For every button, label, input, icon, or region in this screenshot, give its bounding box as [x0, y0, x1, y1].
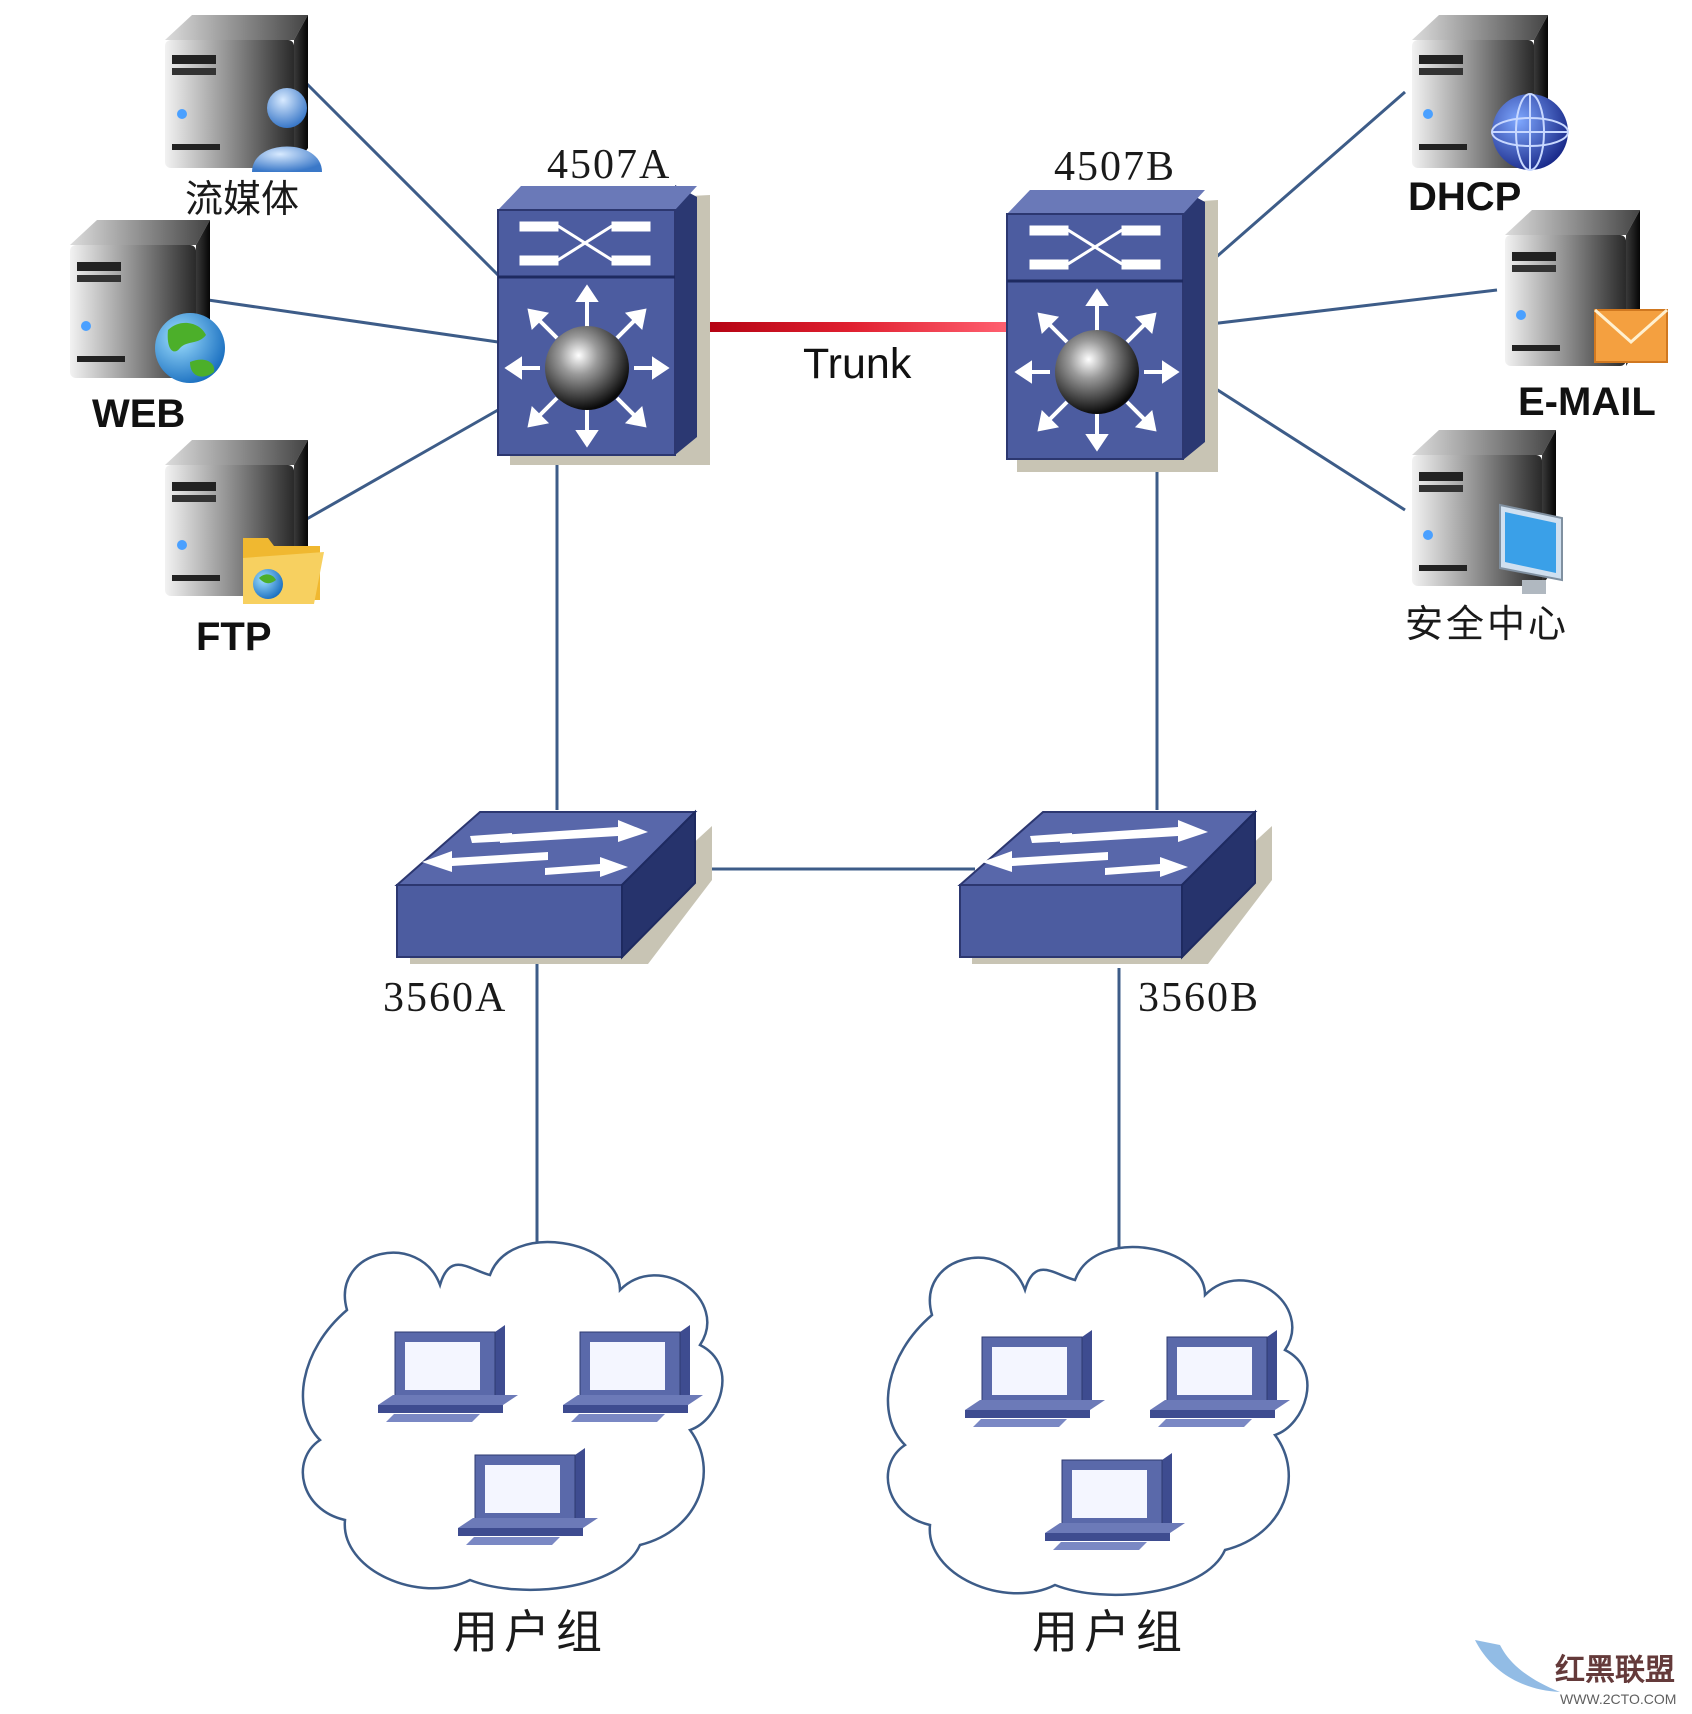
workstation-icon: [378, 1325, 518, 1422]
server-web: WEB: [70, 220, 225, 436]
watermark-brand: 红黑联盟: [1555, 1653, 1675, 1688]
router-radial-arrows-icon: [504, 284, 670, 448]
user-group-a: 用户组: [301, 1240, 724, 1659]
server-label: WEB: [92, 392, 185, 436]
server-streaming: 流媒体: [165, 15, 322, 221]
server-label: FTP: [196, 615, 272, 659]
links: [207, 80, 1498, 1272]
server-dhcp: DHCP: [1408, 15, 1569, 219]
access-switch-3560b: 3560B: [957, 809, 1272, 1021]
user-group-label: 用户组: [1032, 1605, 1188, 1659]
switch-cross-arrows-icon: [1029, 225, 1161, 270]
cloud-outline: [301, 1240, 724, 1592]
wing-icon: [1475, 1640, 1560, 1692]
switch-cross-arrows-icon: [519, 221, 651, 266]
server-label: DHCP: [1408, 175, 1521, 219]
user-group-label: 用户组: [452, 1605, 608, 1659]
monitor-icon: [1499, 503, 1563, 594]
folder-icon: [243, 538, 324, 604]
router-radial-arrows-icon: [1014, 288, 1180, 452]
cloud-outline: [886, 1245, 1309, 1597]
link-ftp-to-4507a: [304, 408, 499, 522]
access-switch-3560a: 3560A: [383, 809, 712, 1021]
trunk-link: [695, 322, 1007, 332]
watermark: 红黑联盟 WWW.2CTO.COM: [1475, 1640, 1676, 1707]
core-switch-label: 4507A: [547, 142, 671, 188]
link-dhcp-to-4507b: [1189, 90, 1406, 282]
workstation-icon: [1045, 1453, 1185, 1550]
link-security-to-4507b: [1201, 378, 1406, 512]
user-icon: [252, 88, 322, 172]
server-ftp: FTP: [165, 440, 324, 659]
user-group-b: 用户组: [886, 1245, 1309, 1659]
workstation-icon: [458, 1448, 598, 1545]
globe-icon: [155, 313, 225, 383]
link-email-to-4507b: [1201, 288, 1498, 327]
server-label: 安全中心: [1405, 602, 1569, 646]
server-label: 流媒体: [185, 177, 299, 221]
envelope-icon: [1594, 308, 1668, 363]
server-security-center: 安全中心: [1405, 430, 1569, 646]
watermark-url: WWW.2CTO.COM: [1560, 1691, 1676, 1707]
access-switch-label: 3560B: [1138, 975, 1260, 1021]
core-switch-4507b: 4507B: [1006, 144, 1218, 472]
workstation-icon: [965, 1330, 1105, 1427]
switch-bidirectional-arrows-icon: [422, 820, 648, 877]
workstation-icon: [563, 1325, 703, 1422]
access-switch-label: 3560A: [383, 975, 507, 1021]
core-switch-4507a: 4507A: [497, 142, 710, 465]
network-globe-icon: [1491, 93, 1569, 171]
link-streaming-to-4507a: [303, 80, 500, 277]
link-web-to-4507a: [207, 298, 499, 344]
core-switch-label: 4507B: [1054, 144, 1176, 190]
workstation-icon: [1150, 1330, 1290, 1427]
server-email: E-MAIL: [1505, 210, 1668, 424]
switch-bidirectional-arrows-icon: [982, 820, 1208, 877]
trunk-label: Trunk: [803, 340, 912, 388]
server-label: E-MAIL: [1518, 380, 1656, 424]
